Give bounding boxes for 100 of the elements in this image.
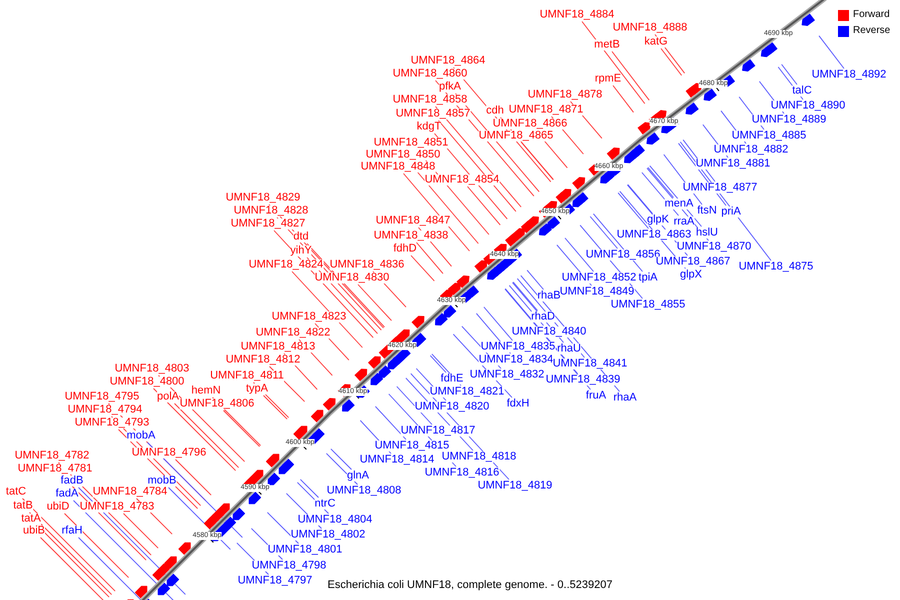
gene-label: UMNF18_4812 (226, 354, 300, 366)
gene-label: rfaH (62, 526, 82, 536)
leader-line (818, 35, 844, 69)
gene-label: UMNF18_4814 (360, 454, 434, 466)
gene-label: rhaA (613, 392, 637, 404)
gene-label: mobA (126, 430, 156, 442)
leader-line (174, 403, 240, 468)
gene-label: tpiA (638, 272, 658, 284)
gene-label: glnA (346, 470, 370, 482)
leader-line (153, 388, 236, 472)
gene-label: polA (156, 392, 180, 402)
leader-line (330, 448, 352, 470)
gene-label: UMNF18_4849 (560, 286, 634, 298)
gene-label: UMNF18_4823 (272, 312, 346, 322)
leader-line (300, 478, 319, 498)
gene-label: UMNF18_4889 (752, 114, 826, 126)
gene-label: UMNF18_4851 (374, 138, 448, 148)
leader-line (22, 498, 116, 592)
gene-label: rhaD (531, 312, 555, 322)
leader-line (296, 482, 329, 514)
gene-label: hemN (191, 386, 221, 396)
leader-line (627, 184, 653, 214)
gene-label: UMNF18_4848 (360, 162, 436, 172)
gene-label: ftsN (697, 206, 717, 216)
gene-label: UMNF18_4835 (480, 342, 556, 352)
gene-label: fdxH (506, 398, 530, 410)
leader-line (438, 120, 516, 212)
gene-label: UMNF18_4865 (478, 130, 554, 142)
gene-label: UMNF18_4794 (68, 404, 142, 416)
gene-label: UMNF18_4882 (714, 144, 788, 156)
leader-line (647, 166, 674, 198)
leader-line (266, 512, 299, 544)
leader-line (326, 452, 358, 485)
gene-label: rhaB (537, 290, 561, 302)
gene-label: UMNF18_4866 (492, 118, 568, 130)
gene-label: UMNF18_4877 (682, 182, 758, 194)
gene-label: UMNF18_4852 (562, 272, 636, 284)
gene-label: UMNF18_4834 (478, 354, 554, 366)
gene-label: UMNF18_4860 (392, 68, 468, 80)
leader-line (512, 282, 538, 311)
gene-label: UMNF18_4854 (424, 174, 500, 186)
gene-label: UMNF18_4885 (732, 130, 806, 142)
leader-line (508, 284, 544, 326)
gene-label: UMNF18_4827 (230, 218, 306, 230)
gene-label: UMNF18_4824 (248, 260, 324, 270)
gene-label: UMNF18_4858 (392, 94, 468, 106)
gene-label: tatB (13, 500, 33, 512)
leader-line (223, 410, 260, 448)
gene-label: menA (664, 198, 694, 210)
leader-line (253, 382, 290, 418)
gene-label: UMNF18_4782 (14, 450, 90, 462)
gene-label: UMNF18_4796 (132, 448, 206, 458)
gene-label: UMNF18_4781 (18, 464, 92, 474)
leader-line (618, 192, 649, 229)
leader-line (374, 406, 406, 440)
gene-label: UMNF18_4847 (376, 216, 450, 226)
gene-label: UMNF18_4793 (74, 418, 150, 428)
gene-label: UMNF18_4806 (180, 398, 254, 410)
gene-label: UMNF18_4820 (414, 402, 490, 412)
gene-label: UMNF18_4855 (610, 300, 686, 310)
gene-label: UMNF18_4808 (326, 486, 402, 496)
gene-label: UMNF18_4878 (528, 90, 602, 100)
leader-line (64, 513, 130, 578)
gene-label: UMNF18_4816 (424, 468, 500, 478)
leader-line (590, 216, 618, 249)
gene-label: UMNF18_4838 (374, 230, 448, 242)
gene-label: UMNF18_4815 (374, 440, 450, 452)
gene-label: priA (721, 206, 741, 218)
gene-label: rpmE (594, 74, 622, 84)
leader-line (40, 537, 106, 600)
leader-line (612, 85, 634, 113)
gene-label: UMNF18_4840 (512, 326, 586, 338)
leader-line (416, 242, 444, 274)
leader-line (410, 255, 435, 282)
gene-label: UMNF18_4817 (400, 426, 476, 436)
gene-label: glpK (646, 214, 670, 226)
gene-label: UMNF18_4888 (612, 22, 688, 34)
gene-label: UMNF18_4881 (696, 158, 770, 170)
gene-label: UMNF18_4797 (238, 576, 312, 586)
gene-label: UMNF18_4811 (210, 370, 284, 382)
gene-label: pfkA (439, 82, 461, 92)
gene-label: rhaU (557, 344, 581, 354)
gene-label: cdh (486, 106, 504, 116)
gene-label: UMNF18_4821 (430, 386, 504, 398)
gene-label: UMNF18_4857 (396, 108, 470, 120)
gene-label: UMNF18_4863 (616, 230, 692, 240)
gene-label: tatA (21, 514, 41, 524)
leader-line (29, 512, 112, 596)
gene-label: UMNF18_4804 (298, 514, 372, 526)
gene-label: UMNF18_4795 (64, 392, 140, 402)
caption: Escherichia coli UMNF18, complete genome. - 0..5239207 (328, 579, 612, 591)
gene-label: UMNF18_4832 (470, 370, 544, 380)
gene-label: UMNF18_4783 (80, 502, 154, 512)
gene-label: hslU (696, 228, 718, 238)
gene-label: rraA (674, 216, 694, 228)
gene-label: UMNF18_4829 (226, 192, 300, 204)
gene-label: fdhE (440, 374, 464, 384)
gene-label: UMNF18_4813 (240, 342, 316, 352)
leader-line (175, 459, 212, 496)
gene-label: UMNF18_4884 (540, 10, 614, 20)
